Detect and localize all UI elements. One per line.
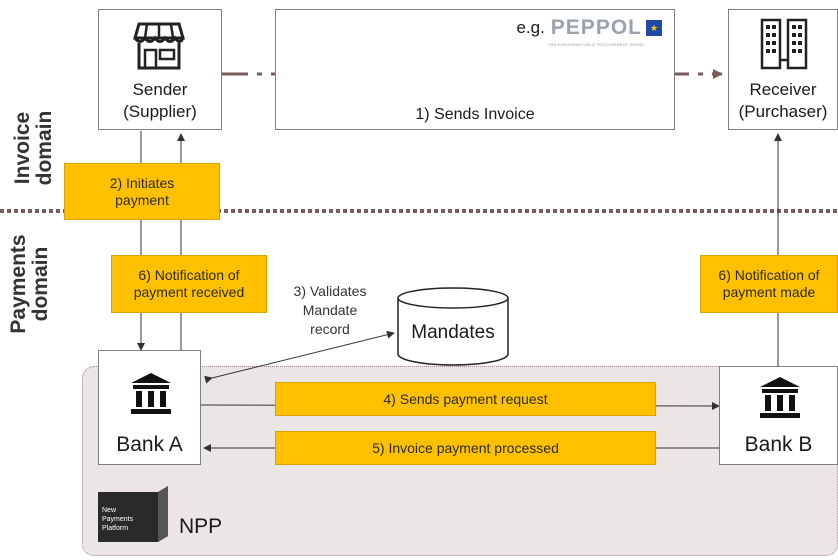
peppol-logo: e.g. PEPPOL ★ — [516, 16, 662, 40]
peppol-subtitle: PAN-EUROPEAN PUBLIC PROCUREMENT ONLINE — [548, 42, 644, 47]
eu-flag-icon: ★ — [646, 20, 662, 36]
validates-mandate-label: 3) Validates Mandate record — [293, 283, 367, 337]
npp-logo-line-2: Payments — [102, 516, 134, 523]
mandates-database-icon — [397, 287, 509, 366]
payment-processed-box: 5) Invoice payment processed — [275, 431, 656, 465]
office-building-icon — [760, 18, 808, 70]
npp-logo-line-3: Platform — [102, 525, 129, 532]
bank-a-name: Bank A — [116, 433, 183, 456]
peppol-brand: PEPPOL — [550, 16, 642, 39]
storefront-icon — [133, 22, 185, 70]
sender-name: Sender — [132, 80, 188, 99]
receiver-role: (Purchaser) — [738, 102, 828, 121]
receiver-box: Receiver (Purchaser) — [728, 9, 838, 130]
bank-b-name: Bank B — [744, 433, 813, 456]
bank-b-box: Bank B — [719, 366, 838, 465]
npp-logo-line-1: New — [102, 507, 117, 514]
bank-icon — [760, 377, 800, 418]
eg-text: e.g. — [516, 18, 545, 37]
receiver-name: Receiver — [749, 80, 817, 99]
npp-label: NPP — [179, 515, 223, 538]
network-box: e.g. PEPPOL ★ PAN-EUROPEAN PUBLIC PROCUR… — [275, 9, 675, 130]
mandate-check-line — [204, 330, 395, 384]
bank-a-box: Bank A — [98, 350, 201, 465]
sender-box: Sender (Supplier) — [98, 9, 222, 130]
sends-invoice-label: 1) Sends Invoice — [415, 106, 535, 123]
npp-logo: New Payments Platform — [96, 486, 170, 544]
sender-role: (Supplier) — [123, 102, 197, 121]
payments-domain-label: Payments domain — [7, 234, 52, 334]
bank-icon — [131, 373, 171, 414]
invoice-domain-label: Invoice domain — [11, 110, 56, 186]
mandates-label: Mandates — [411, 322, 495, 343]
sends-request-box: 4) Sends payment request — [275, 382, 656, 416]
